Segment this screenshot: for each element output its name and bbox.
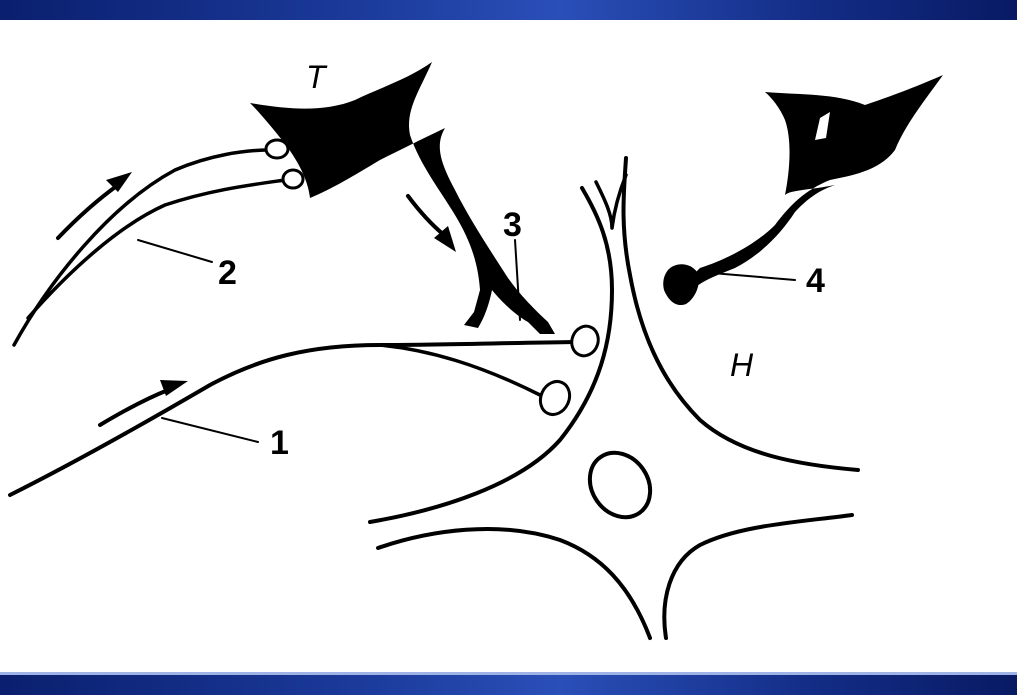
neuron-h-lower-right [664,515,852,638]
leader-line-2 [138,240,212,262]
fiber-2-terminal-a [266,140,288,158]
label-2: 2 [218,254,237,292]
fiber-1-branch [380,345,540,395]
fiber-2-upper [14,150,270,345]
neuron-h-lower-left [378,529,650,638]
fiber-2-terminal-b [283,170,303,188]
label-4: 4 [806,262,825,300]
label-h: H [730,347,754,383]
arrow-fiber-2-shaft [58,185,118,238]
leader-line-1 [162,418,258,442]
terminal-4 [663,264,699,305]
label-1: 1 [270,424,289,462]
fiber-1-terminal-b [535,377,575,420]
neuron-h-dendrite-left [370,188,612,522]
bottom-band [0,672,1017,695]
fiber-1-terminal-a [568,322,603,359]
neuron-h-nucleus [578,441,663,529]
neuron-h-dendrite-right [624,158,859,470]
neuron-top-right-body [690,75,943,290]
fiber-1-main [10,342,575,495]
fiber-2-lower [28,180,285,318]
arrow-fiber-1-shaft [100,390,168,425]
label-t: T [306,59,328,95]
label-3: 3 [503,206,522,244]
neuron-t-body [250,62,555,334]
arrow-axon-t-shaft [408,196,444,235]
